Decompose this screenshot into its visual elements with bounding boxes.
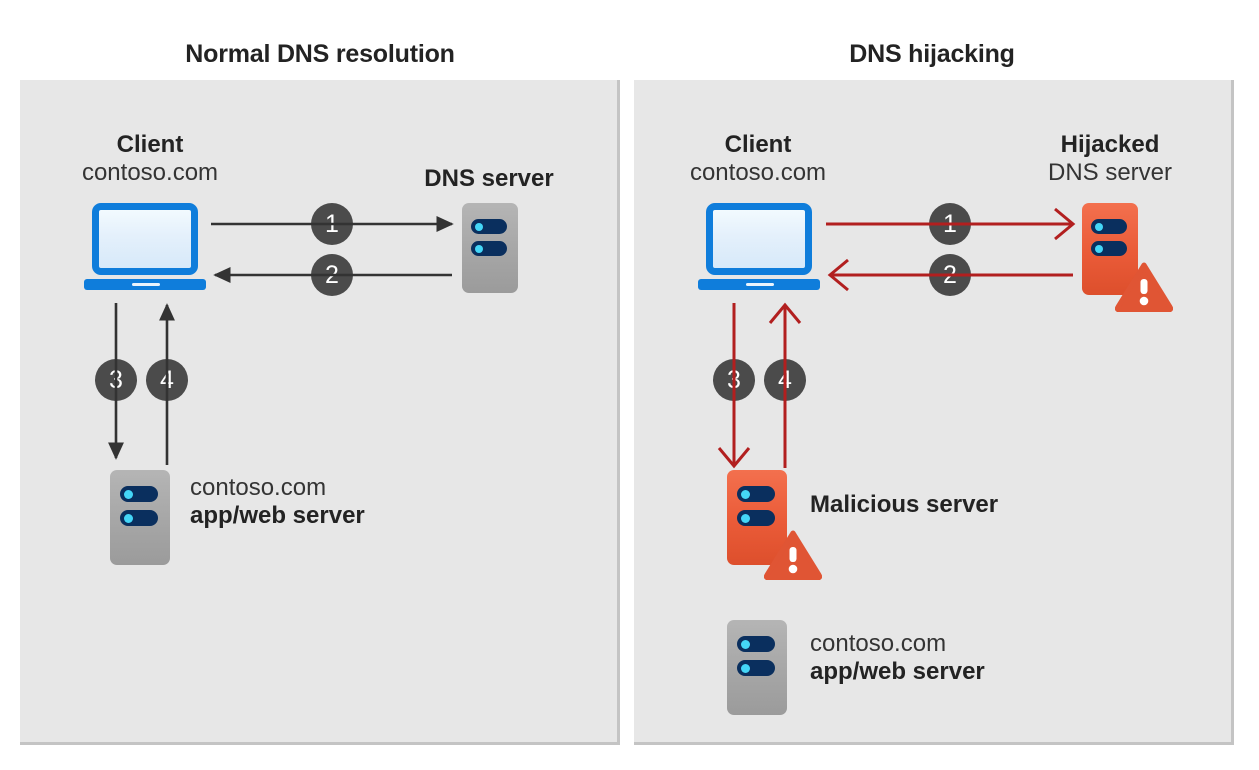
server-led-1 <box>124 490 133 499</box>
step-circle-4-left: 4 <box>146 359 188 401</box>
server-led-2 <box>741 664 750 673</box>
laptop-icon-client-right <box>698 203 820 291</box>
label-client-left: Client contoso.com <box>82 131 218 188</box>
server-led-1 <box>475 223 483 231</box>
step-circle-1-right: 1 <box>929 203 971 245</box>
label-dns-server-left: DNS server <box>424 165 553 193</box>
step-circle-1-left: 1 <box>311 203 353 245</box>
server-icon-malicious <box>727 470 787 565</box>
server-led-2 <box>1095 245 1103 253</box>
step-circle-3-left: 3 <box>95 359 137 401</box>
label-app-server-domain-left: contoso.com <box>190 474 327 501</box>
server-led-2 <box>741 514 750 523</box>
label-malicious-server-title: Malicious server <box>810 491 999 518</box>
panel-title-hijacking: DNS hijacking <box>849 40 1015 68</box>
step-circle-2-right: 2 <box>929 254 971 296</box>
label-app-server-domain-right: contoso.com <box>810 630 947 657</box>
server-icon-dns-left <box>462 203 518 293</box>
laptop-icon-client-left <box>84 203 206 291</box>
server-led-1 <box>741 640 750 649</box>
label-client-domain-right: contoso.com <box>689 159 827 187</box>
label-app-web-server-right: contoso.com app/web server <box>810 630 985 687</box>
panel-normal-dns-resolution <box>20 80 620 745</box>
server-icon-hijacked-dns <box>1082 203 1138 295</box>
laptop-notch <box>132 283 160 286</box>
label-client-title-right: Client <box>724 131 792 158</box>
step-circle-4-right: 4 <box>764 359 806 401</box>
server-led-1 <box>1095 223 1103 231</box>
label-hijacked-dns-server: Hijacked DNS server <box>1048 131 1172 188</box>
server-led-2 <box>475 245 483 253</box>
server-icon-app-web-left <box>110 470 170 565</box>
label-client-title-left: Client <box>116 131 184 158</box>
label-app-web-server-left: contoso.com app/web server <box>190 474 365 531</box>
label-hijacked-subtitle: DNS server <box>1047 159 1173 187</box>
server-led-1 <box>741 490 750 499</box>
laptop-screen <box>706 203 812 275</box>
step-circle-2-left: 2 <box>311 254 353 296</box>
server-led-2 <box>124 514 133 523</box>
label-app-server-title-left: app/web server <box>190 502 365 530</box>
laptop-screen <box>92 203 198 275</box>
label-client-domain-left: contoso.com <box>81 159 219 187</box>
laptop-notch <box>746 283 774 286</box>
label-malicious-server: Malicious server <box>810 491 998 519</box>
server-icon-app-web-right <box>727 620 787 715</box>
step-circle-3-right: 3 <box>713 359 755 401</box>
label-hijacked-title: Hijacked <box>1060 131 1160 158</box>
label-app-server-title-right: app/web server <box>810 658 985 686</box>
label-client-right: Client contoso.com <box>690 131 826 188</box>
panel-title-normal: Normal DNS resolution <box>185 40 455 68</box>
label-dns-server-title-left: DNS server <box>424 165 554 192</box>
